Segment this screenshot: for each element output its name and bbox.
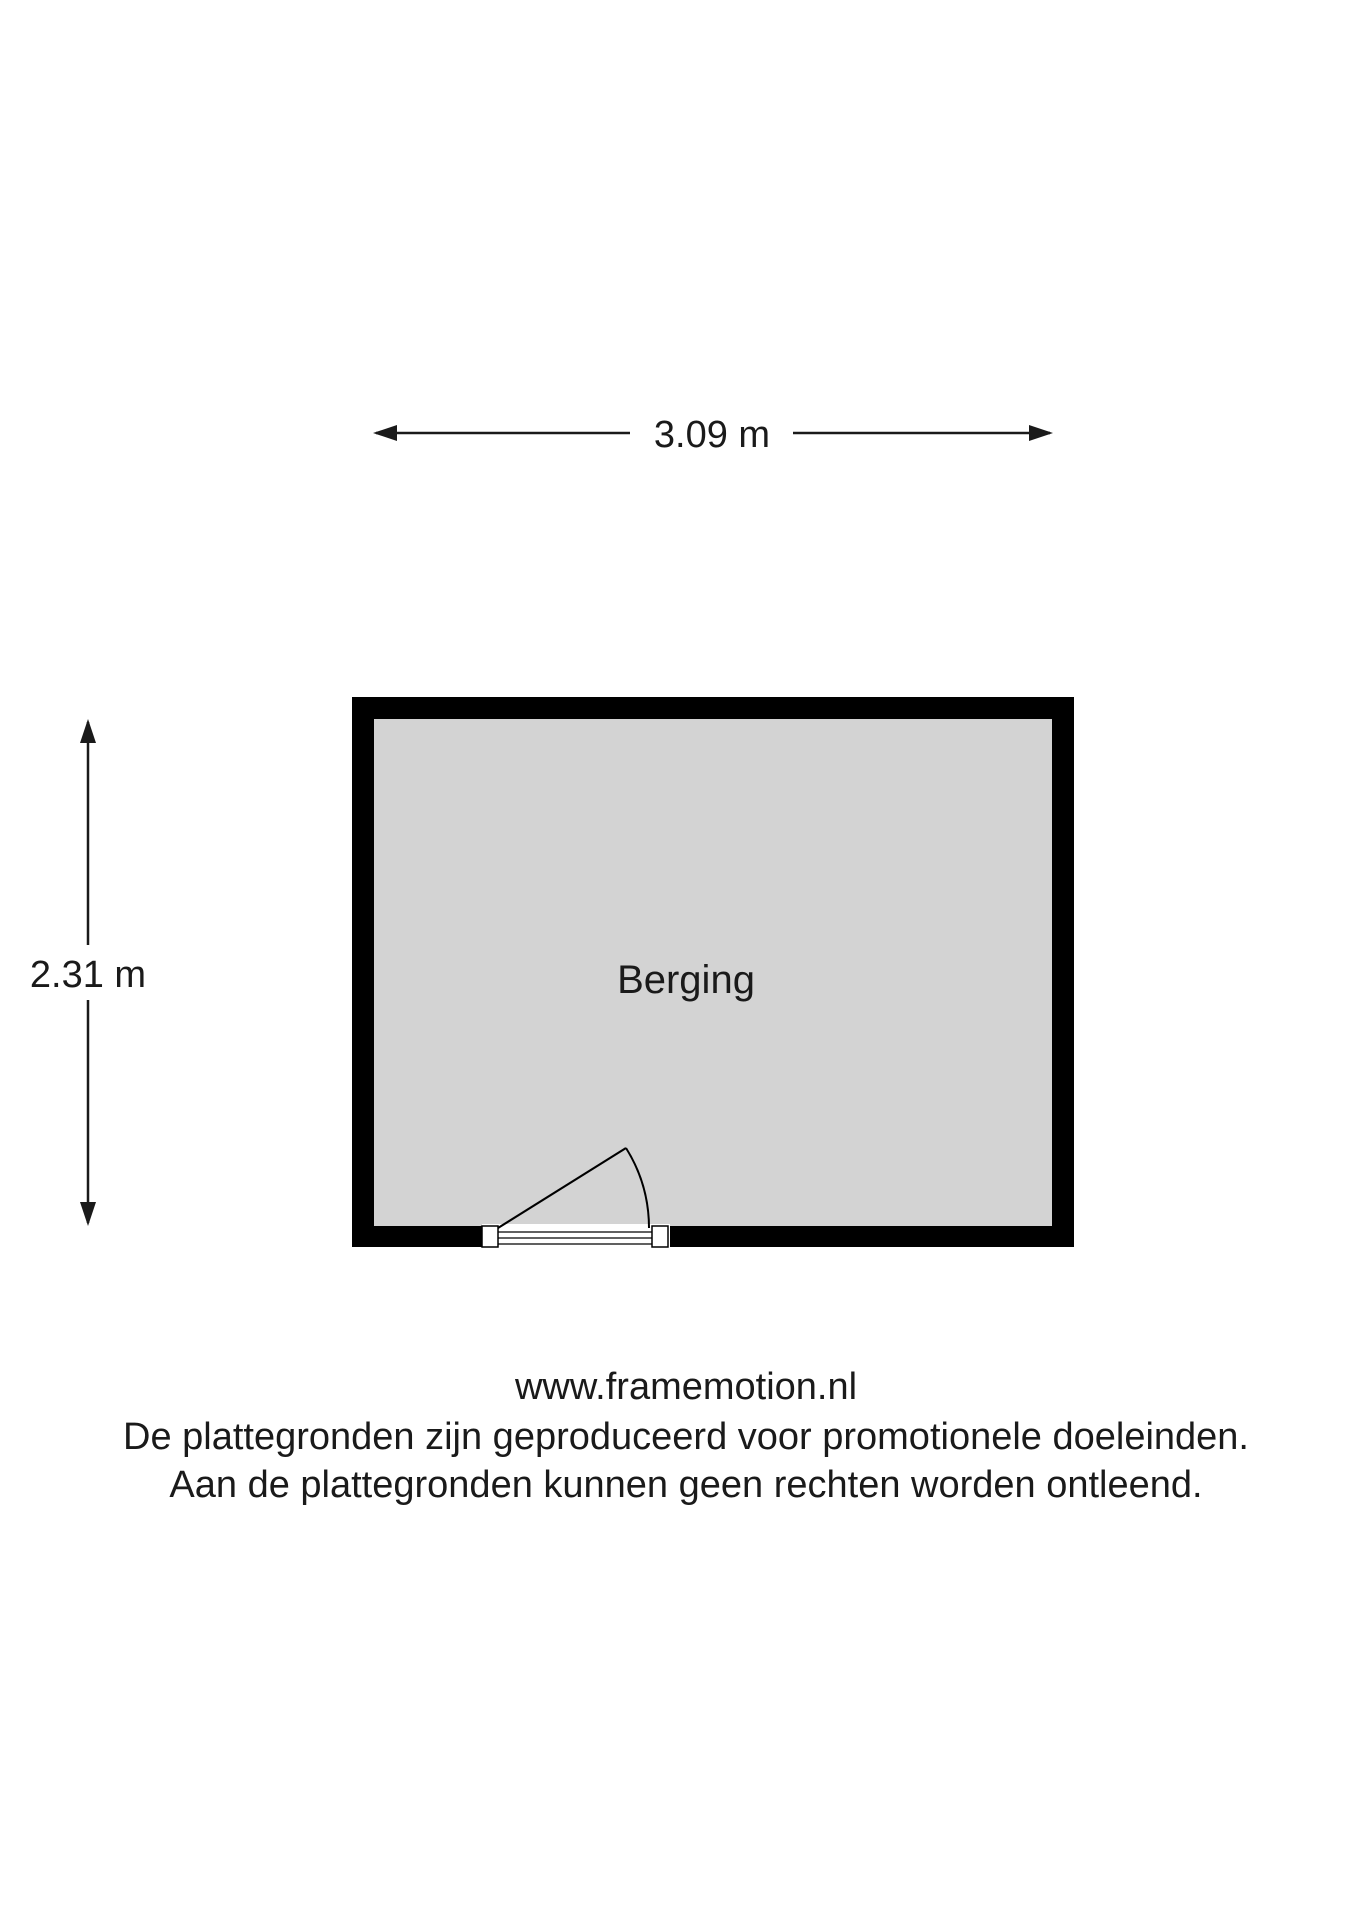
door-leaf — [497, 1147, 627, 1229]
room-berging: Berging — [352, 697, 1074, 1249]
disclaimer-line-1: De plattegronden zijn geproduceerd voor … — [123, 1416, 1249, 1458]
width-dimension: 3.09 m — [373, 414, 1053, 456]
room-floor — [374, 719, 1052, 1226]
width-dimension-label: 3.09 m — [654, 414, 770, 456]
height-arrow-down-icon — [80, 1202, 96, 1226]
width-arrow-right-icon — [1029, 425, 1053, 441]
height-dimension: 2.31 m — [30, 719, 146, 1226]
website-link[interactable]: www.framemotion.nl — [514, 1366, 857, 1408]
door-opening — [482, 1224, 670, 1249]
room-label: Berging — [617, 958, 755, 1002]
door-jamb-left — [481, 1225, 499, 1248]
disclaimer-line-2: Aan de plattegronden kunnen geen rechten… — [169, 1464, 1202, 1506]
footer: www.framemotion.nl De plattegronden zijn… — [123, 1366, 1249, 1506]
height-arrow-up-icon — [80, 719, 96, 743]
width-arrow-left-icon — [373, 425, 397, 441]
height-dimension-label: 2.31 m — [30, 954, 146, 996]
door — [481, 1147, 670, 1249]
door-swing-arc — [625, 1147, 650, 1229]
door-jamb-right — [651, 1225, 669, 1248]
